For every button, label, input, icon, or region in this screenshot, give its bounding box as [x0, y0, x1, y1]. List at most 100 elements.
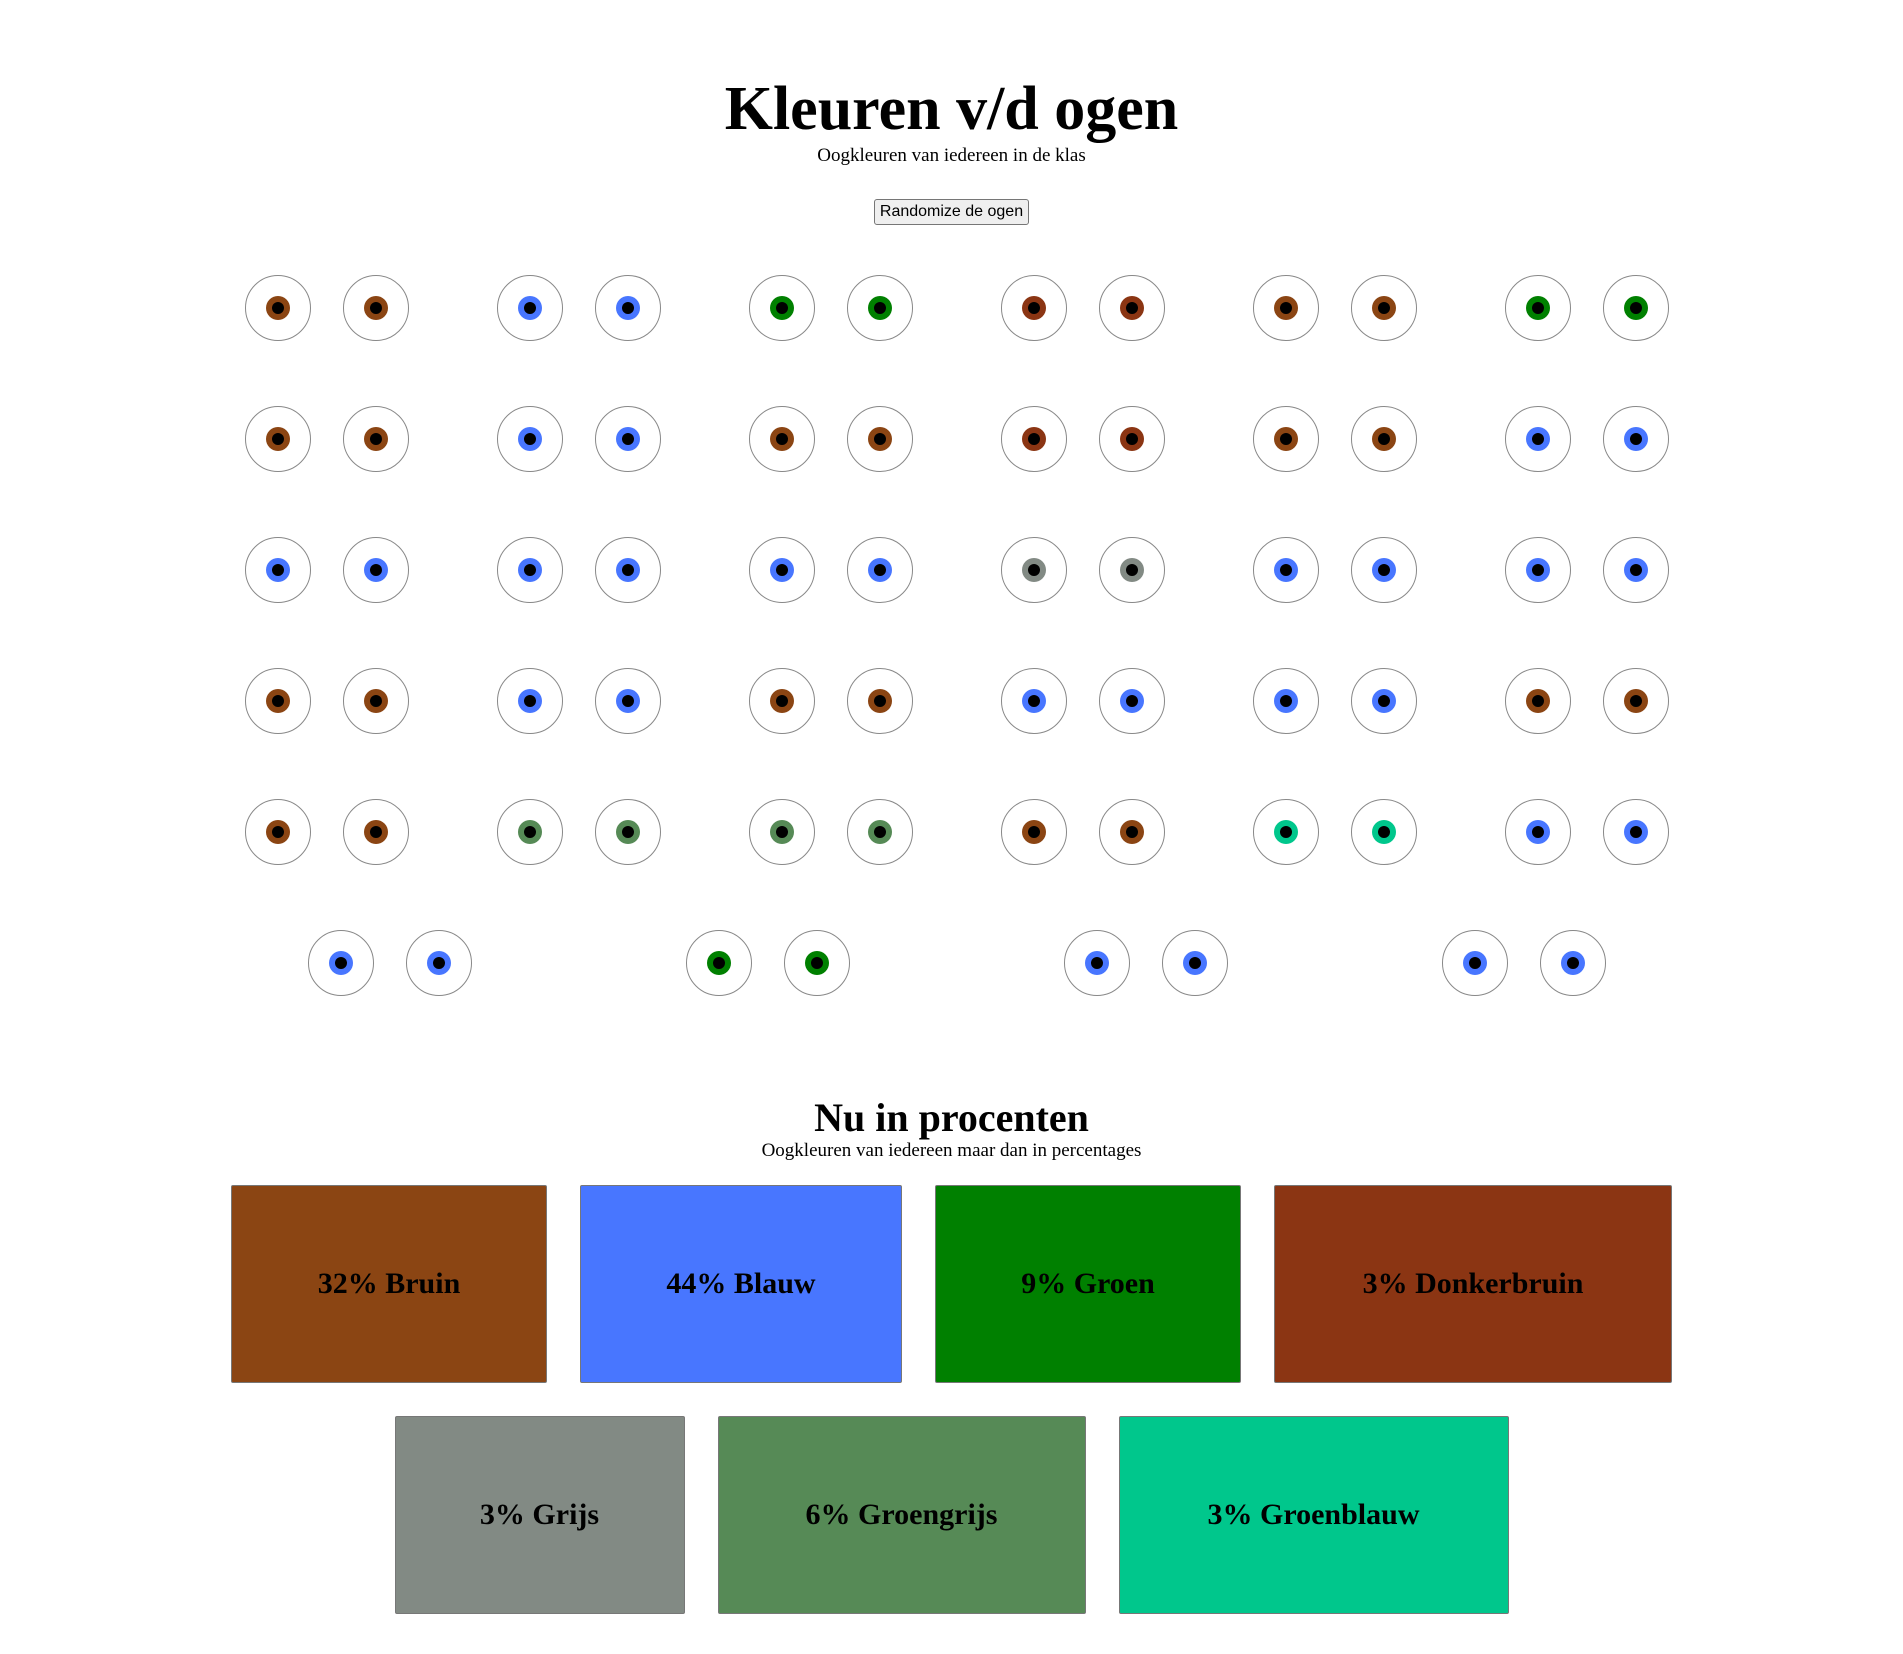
right-eye [1603, 275, 1669, 341]
pupil [370, 302, 382, 314]
eye-pair [749, 275, 914, 343]
left-eye [1505, 275, 1571, 341]
pupil [1469, 957, 1481, 969]
eye-pair [1253, 275, 1418, 343]
pupil [776, 564, 788, 576]
iris [266, 558, 290, 582]
left-eye [749, 668, 815, 734]
eye-pair [1253, 668, 1418, 736]
pupil [622, 564, 634, 576]
iris [868, 296, 892, 320]
iris [1526, 820, 1550, 844]
iris [1085, 951, 1109, 975]
eye-pair [497, 799, 662, 867]
left-eye [245, 668, 311, 734]
iris [1120, 427, 1144, 451]
iris [770, 558, 794, 582]
right-eye [595, 406, 661, 472]
pupil [776, 433, 788, 445]
eye-pair [1505, 668, 1670, 736]
pupil [524, 564, 536, 576]
randomize-button[interactable]: Randomize de ogen [873, 199, 1030, 225]
right-eye [343, 275, 409, 341]
pupil [622, 826, 634, 838]
eye-pair [1001, 668, 1166, 736]
left-eye [1001, 668, 1067, 734]
iris [1022, 689, 1046, 713]
pupil [1280, 826, 1292, 838]
pupil [776, 826, 788, 838]
pupil [1532, 302, 1544, 314]
iris [1372, 558, 1396, 582]
iris [518, 558, 542, 582]
pupil [1378, 564, 1390, 576]
eye-pair [1505, 406, 1670, 474]
percentage-box-groen: 9% Groen [935, 1185, 1241, 1383]
pupil [622, 433, 634, 445]
iris [770, 689, 794, 713]
iris [1624, 689, 1648, 713]
pupil [1126, 433, 1138, 445]
iris [616, 558, 640, 582]
eye-pair [308, 930, 473, 998]
pupil [1126, 695, 1138, 707]
iris [364, 558, 388, 582]
pupil [776, 302, 788, 314]
right-eye [343, 537, 409, 603]
eye-pair [1001, 799, 1166, 867]
iris [1526, 689, 1550, 713]
pupil [1378, 826, 1390, 838]
left-eye [245, 537, 311, 603]
button-wrapper: Randomize de ogen [0, 199, 1903, 225]
pupil [874, 695, 886, 707]
bottom-spacer [0, 1614, 1903, 1654]
left-eye [1253, 537, 1319, 603]
percentage-box-bruin: 32% Bruin [231, 1185, 547, 1383]
iris [266, 820, 290, 844]
pupil [1630, 433, 1642, 445]
pupil [370, 433, 382, 445]
percentage-box-donkerbruin: 3% Donkerbruin [1274, 1185, 1672, 1383]
iris [1372, 689, 1396, 713]
eye-pair [245, 275, 410, 343]
eye-pair [1505, 537, 1670, 605]
pupil [335, 957, 347, 969]
iris [1274, 296, 1298, 320]
right-eye [847, 406, 913, 472]
pupil [713, 957, 725, 969]
eye-pair [1064, 930, 1229, 998]
iris [266, 689, 290, 713]
left-eye [245, 275, 311, 341]
left-eye [749, 406, 815, 472]
percentage-box-groengrijs: 6% Groengrijs [717, 1416, 1086, 1614]
left-eye [245, 799, 311, 865]
left-eye [1001, 799, 1067, 865]
right-eye [847, 799, 913, 865]
iris [518, 689, 542, 713]
percentage-box-grijs: 3% Grijs [394, 1416, 685, 1614]
iris [1274, 820, 1298, 844]
pupil [1126, 826, 1138, 838]
pupil [1028, 826, 1040, 838]
pupil [1189, 957, 1201, 969]
right-eye [1162, 930, 1228, 996]
eye-pair [497, 406, 662, 474]
eye-pair [1253, 406, 1418, 474]
pupil [1630, 302, 1642, 314]
pupil [370, 695, 382, 707]
percentages-header: Nu in procenten Oogkleuren van iedereen … [0, 1095, 1903, 1161]
left-eye [1064, 930, 1130, 996]
pupil [1567, 957, 1579, 969]
right-eye [595, 275, 661, 341]
iris [1120, 558, 1144, 582]
pupil [1280, 695, 1292, 707]
eye-pair [497, 668, 662, 736]
iris [1120, 820, 1144, 844]
pupil [433, 957, 445, 969]
pupil [524, 302, 536, 314]
right-eye [847, 537, 913, 603]
eye-pair [1442, 930, 1607, 998]
right-eye [1099, 406, 1165, 472]
eye-pair [1001, 406, 1166, 474]
left-eye [1001, 537, 1067, 603]
